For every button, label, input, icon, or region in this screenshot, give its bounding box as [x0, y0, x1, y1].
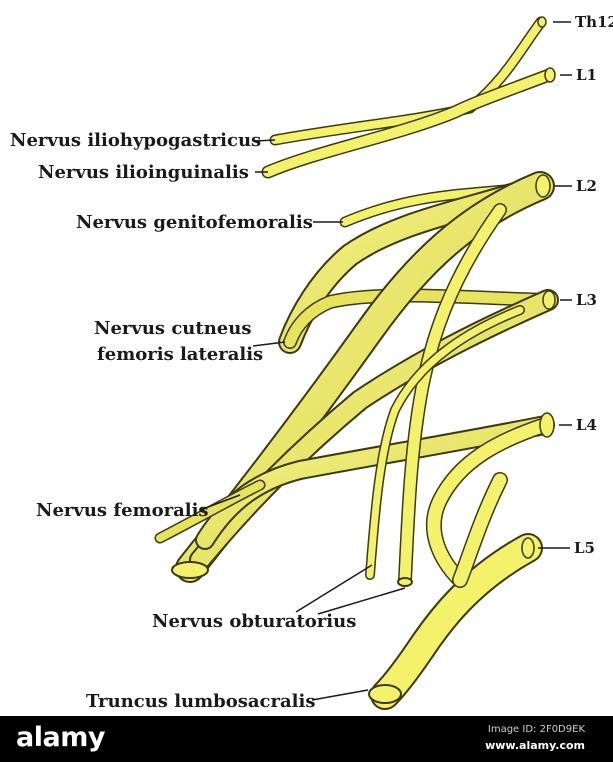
l2-root-end — [536, 175, 550, 197]
lumbar-plexus-diagram: Th12 L1 L2 L3 L4 L5 Nervus iliohypogastr… — [0, 0, 613, 716]
label-th12: Th12 — [575, 13, 613, 31]
obturatorius-cut-end — [398, 578, 412, 586]
label-l4: L4 — [576, 416, 597, 434]
th12-root-end — [538, 17, 546, 27]
label-cutaneus-line1: Nervus cutneus — [94, 318, 251, 339]
l3-root-end — [543, 291, 555, 309]
watermark-footer: alamy Image ID: 2F0D9EK www.alamy.com — [0, 716, 613, 762]
nerve-l1-root — [268, 75, 549, 172]
femoralis-cut-end — [172, 562, 208, 578]
label-obturatorius: Nervus obturatorius — [152, 611, 356, 632]
nerve-obturatorius — [370, 210, 520, 580]
label-ilioinguinalis: Nervus ilioinguinalis — [38, 162, 249, 183]
label-iliohypogastricus: Nervus iliohypogastricus — [10, 130, 261, 151]
footer-url: www.alamy.com — [485, 739, 585, 752]
label-l3: L3 — [576, 291, 597, 309]
label-lumbosacralis: Truncus lumbosacralis — [86, 691, 315, 712]
label-genitofemoralis: Nervus genitofemoralis — [76, 212, 313, 233]
label-cutaneus-line2: femoris lateralis — [97, 344, 263, 365]
lumbosacralis-cut-end — [369, 685, 401, 703]
l5-root-end — [522, 538, 534, 558]
alamy-logo: alamy — [16, 722, 105, 753]
label-l1: L1 — [576, 66, 597, 84]
image-id-text: Image ID: 2F0D9EK — [488, 724, 585, 735]
l4-root-end — [540, 413, 554, 437]
label-l2: L2 — [576, 177, 597, 195]
l1-root-end — [545, 68, 555, 82]
label-femoralis: Nervus femoralis — [36, 500, 209, 521]
label-l5: L5 — [574, 539, 595, 557]
